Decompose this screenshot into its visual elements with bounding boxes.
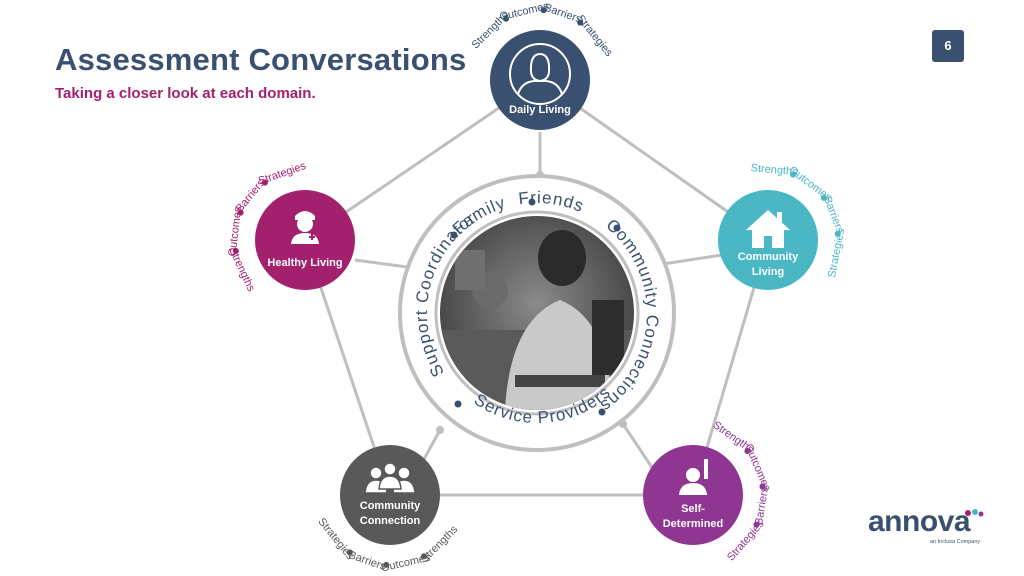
slide-subtitle: Taking a closer look at each domain. — [55, 85, 316, 102]
ring-separator-dot — [790, 171, 797, 178]
ring-label-strategies: Strategies — [826, 227, 847, 278]
person-outline-icon — [509, 43, 571, 105]
ring-separator-dot — [753, 521, 760, 528]
group-of-people-icon — [364, 462, 416, 494]
domain-circle — [340, 445, 440, 545]
ring-separator-dot — [261, 179, 268, 186]
domain-label: Daily Living — [509, 104, 571, 116]
ring-separator-dot — [820, 194, 827, 201]
house-icon — [746, 210, 790, 248]
domain-node-daily-living: Daily LivingStrengthsOutcomesBarriersStr… — [470, 0, 615, 130]
nurse-icon — [291, 211, 319, 244]
ring-separator-dot — [540, 7, 547, 14]
domain-label: Connection — [360, 515, 421, 527]
center-separator-dots — [450, 198, 621, 416]
ring-separator-dot — [503, 15, 510, 22]
domain-label: Living — [752, 266, 784, 278]
ring-separator-dot — [834, 230, 841, 237]
ring-separator-dot — [346, 549, 353, 556]
ring-label-outcomes: Outcomes — [742, 442, 773, 493]
annova-logo: annova an Inclusa Company — [868, 506, 990, 550]
domain-label: Community — [738, 251, 799, 263]
ring-separator-dot — [383, 561, 390, 568]
domain-label: Community — [360, 500, 421, 512]
logo-wordmark: annova — [868, 505, 971, 538]
ring-separator-dot — [237, 209, 244, 216]
domain-label: Determined — [663, 518, 724, 530]
page-number-badge: 6 — [932, 30, 964, 62]
domain-label: Healthy Living — [267, 257, 342, 269]
center-circle: Family Friends Community Connections Ser… — [396, 174, 676, 452]
logo-tagline: an Inclusa Company — [930, 539, 981, 545]
ring-label-strengths: Strengths — [750, 162, 798, 178]
slide-title: Assessment Conversations — [55, 42, 467, 77]
ring-separator-dot — [420, 553, 427, 560]
domain-circle — [718, 190, 818, 290]
domain-node-community-connection: CommunityConnectionStrengthsOutcomesBarr… — [315, 445, 461, 575]
ring-separator-dot — [744, 447, 751, 454]
center-photo — [440, 216, 634, 410]
ring-separator-dot — [759, 483, 766, 490]
domain-node-community-living: CommunityLivingStrengthsOutcomesBarriers… — [718, 162, 847, 290]
ring-label-strategies: Strategies — [257, 160, 308, 188]
person-raised-hand-icon — [679, 459, 708, 495]
domain-label: Self- — [681, 503, 705, 515]
domain-node-healthy-living: Healthy LivingStrengthsOutcomesBarriersS… — [226, 160, 355, 294]
ring-separator-dot — [577, 19, 584, 26]
ring-separator-dot — [232, 247, 239, 254]
logo-dots-icon — [965, 509, 984, 517]
